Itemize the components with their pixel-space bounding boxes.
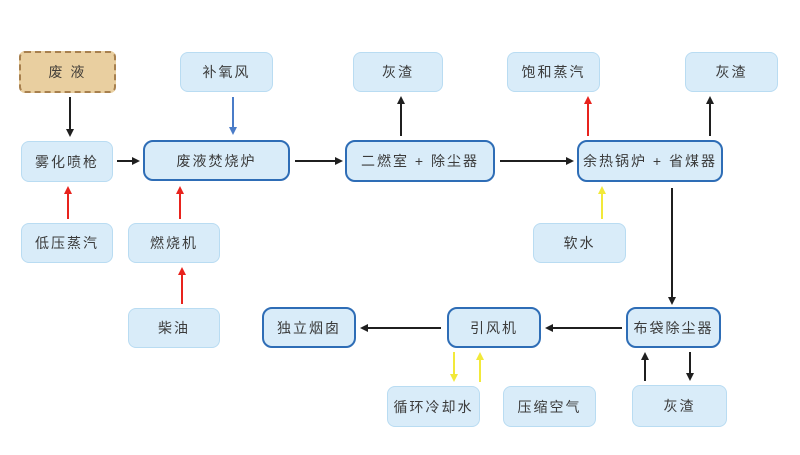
arrow-boiler-to-bag-filter: [668, 188, 676, 305]
arrow-ash-bottom-to-bag-filter: [641, 352, 649, 381]
node-chimney: 独立烟囱: [262, 307, 356, 348]
node-saturated-steam: 饱和蒸汽: [507, 52, 600, 92]
arrow-secondary-chamber-to-boiler: [500, 157, 574, 165]
arrow-waste-liquid-to-atomizer: [66, 97, 74, 137]
node-ash-top-right: 灰渣: [685, 52, 778, 92]
arrow-atomizer-to-incinerator: [117, 157, 140, 165]
arrow-id-fan-to-chimney: [360, 324, 441, 332]
arrow-secondary-chamber-to-ash-top: [397, 96, 405, 136]
node-ash-top-mid: 灰渣: [353, 52, 443, 92]
arrow-boiler-to-ash-top-right: [706, 96, 714, 136]
node-bag-filter: 布袋除尘器: [626, 307, 721, 348]
node-burner: 燃烧机: [128, 223, 220, 263]
node-waste-heat-boiler: 余热锅炉 + 省煤器: [577, 140, 723, 182]
node-incinerator: 废液焚烧炉: [143, 140, 290, 181]
node-atomizer: 雾化喷枪: [21, 141, 113, 182]
node-cooling-water: 循环冷却水: [387, 386, 480, 427]
arrow-id-fan-to-cooling-water: [450, 352, 458, 382]
arrow-lp-steam-to-atomizer: [64, 186, 72, 219]
arrow-soft-water-to-boiler: [598, 186, 606, 219]
node-ash-bottom: 灰渣: [632, 385, 727, 427]
node-secondary-chamber: 二燃室 + 除尘器: [345, 140, 495, 182]
node-id-fan: 引风机: [447, 307, 541, 348]
arrow-oxygen-air-to-incinerator: [229, 97, 237, 135]
node-oxygen-air: 补氧风: [180, 52, 273, 92]
node-waste-liquid: 废 液: [19, 51, 116, 93]
arrow-burner-to-incinerator: [176, 186, 184, 219]
arrow-bag-filter-to-id-fan: [545, 324, 622, 332]
arrow-boiler-to-saturated-steam: [584, 96, 592, 136]
node-lp-steam: 低压蒸汽: [21, 223, 113, 263]
node-compressed-air: 压缩空气: [503, 386, 596, 427]
node-diesel: 柴油: [128, 308, 220, 348]
arrow-incinerator-to-secondary-chamber: [295, 157, 343, 165]
node-soft-water: 软水: [533, 223, 626, 263]
arrow-diesel-to-burner: [178, 267, 186, 304]
arrow-cooling-water-to-id-fan: [476, 352, 484, 382]
arrow-bag-filter-to-ash-bottom: [686, 352, 694, 381]
